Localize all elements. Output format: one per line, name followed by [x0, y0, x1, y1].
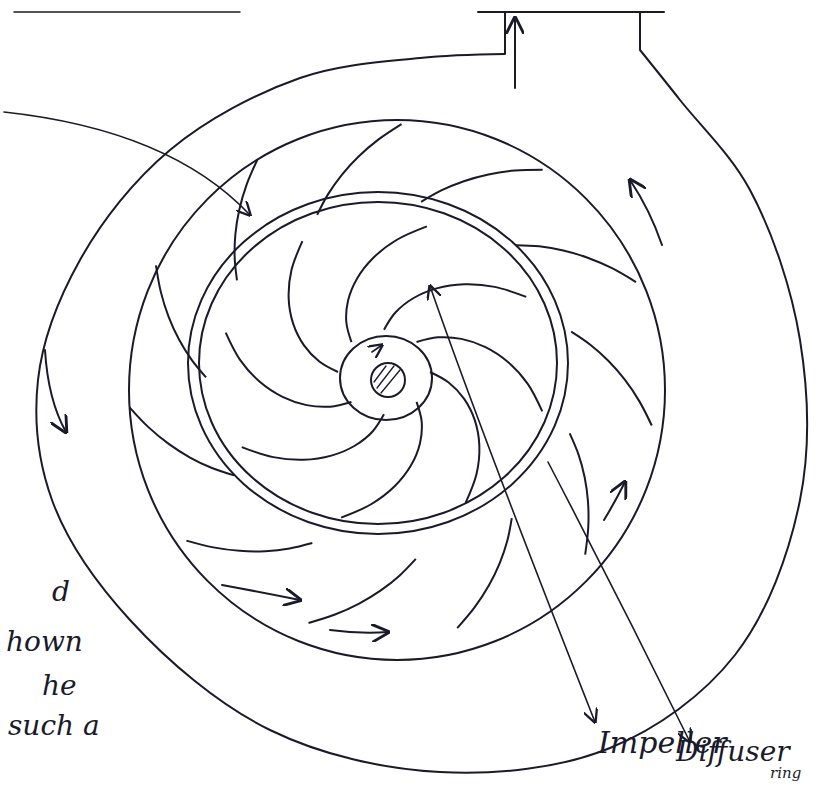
impeller-blade — [289, 241, 338, 372]
impeller-rim — [188, 192, 568, 534]
part-label: Diffuser — [676, 738, 790, 766]
diffuser-vane — [317, 124, 401, 215]
flow-arrow — [514, 18, 516, 88]
impeller-blade — [242, 414, 384, 459]
impeller-blade — [417, 337, 543, 411]
diffuser-vane — [571, 332, 652, 426]
diffuser-vane — [570, 433, 589, 554]
shaft — [371, 363, 405, 397]
flow-arrow — [630, 180, 662, 245]
diffuser-vane — [156, 265, 206, 377]
text-fragment: d — [52, 578, 70, 606]
diffuser-vane — [130, 407, 235, 475]
volute-casing — [36, 50, 807, 773]
leader-line — [548, 462, 690, 742]
flow-arrow — [330, 630, 388, 633]
leader-line — [4, 112, 250, 215]
impeller-blade — [384, 284, 526, 329]
shaft-hatch — [374, 366, 400, 393]
diffuser-vane — [421, 170, 543, 202]
text-fragment: hown — [6, 628, 83, 656]
part-label: ring — [770, 766, 801, 781]
flow-arrow — [604, 482, 625, 520]
page-rule — [14, 11, 240, 13]
diffuser-ring — [129, 120, 665, 660]
outlet-wall — [639, 12, 641, 50]
rotation-arrow — [372, 345, 382, 352]
diffuser-vane — [186, 541, 312, 552]
flow-arrow — [45, 350, 66, 432]
diffuser-vane — [516, 245, 636, 282]
diffuser-vane — [457, 518, 512, 628]
text-fragment: he — [42, 672, 77, 700]
diffuser-vane — [309, 559, 416, 623]
impeller-rim — [199, 202, 557, 524]
diffuser-vane — [235, 160, 258, 281]
impeller-blade — [430, 372, 479, 503]
text-fragment: such a — [8, 712, 100, 740]
flow-arrow — [222, 585, 300, 600]
outlet-wall — [504, 12, 506, 54]
